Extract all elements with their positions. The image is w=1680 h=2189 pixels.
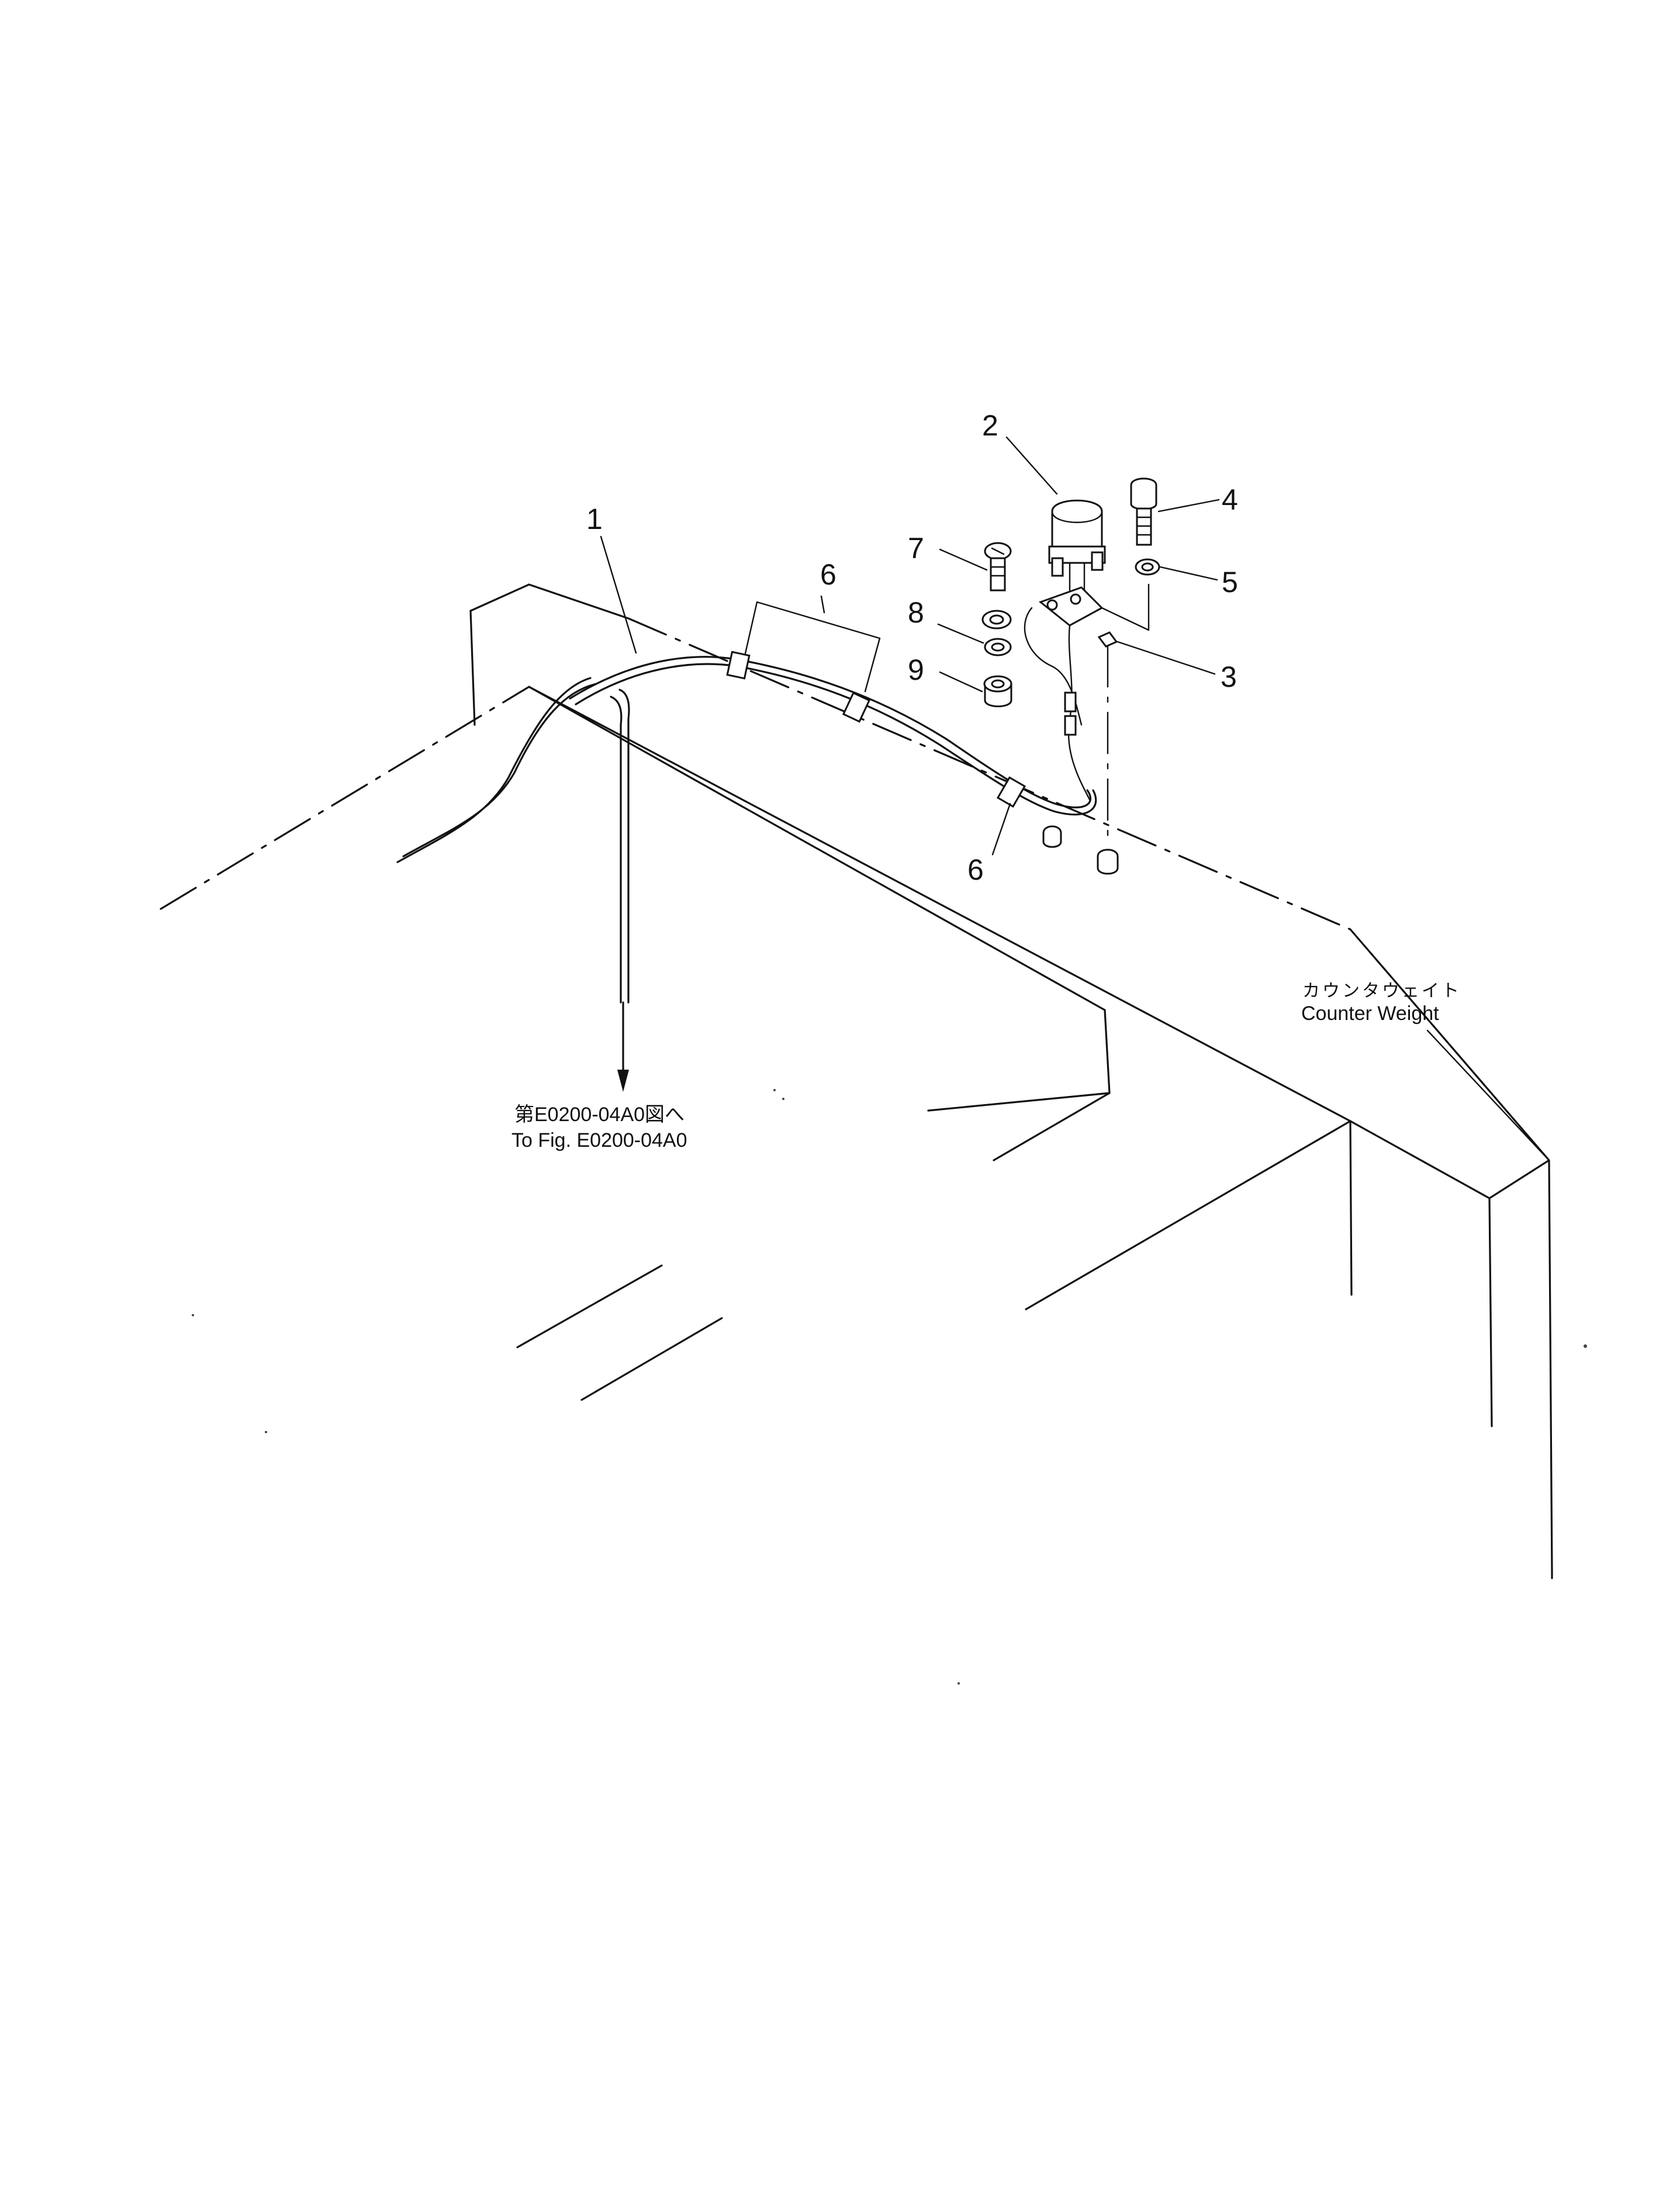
callout-7: 7: [908, 532, 924, 565]
reference-note-en: To Fig. E0200-04A0: [511, 1129, 687, 1151]
frame-step: [927, 1009, 1111, 1112]
leader-5: [1159, 566, 1218, 581]
harness-down-branch: [610, 696, 623, 1004]
annotations: 第E0200-04A0図へ To Fig. E0200-04A0 カウンタウェイ…: [511, 981, 1461, 1151]
bolt-4: [1130, 478, 1157, 546]
counterweight-center-line: [627, 617, 1351, 931]
clamps: [726, 601, 1026, 808]
body-right-inner-edge: [1488, 1197, 1493, 1427]
leader-1: [600, 535, 637, 654]
lamp-bolt-l: [1051, 557, 1064, 577]
clamp-group-bracket: [744, 601, 881, 693]
callout-labels: 1 2 3 4 5 6 6 7 8 9: [586, 409, 1238, 886]
leader-6a: [820, 595, 825, 614]
frame-short-line-b: [580, 1317, 723, 1401]
noise-dot: [265, 1431, 267, 1433]
leader-counterweight: [1426, 1029, 1550, 1161]
bracket-reference-line: [1101, 583, 1150, 631]
body-right-corner: [1488, 1159, 1553, 1574]
rotating-lamp: [1024, 499, 1150, 875]
bracket-hole-b: [1070, 593, 1081, 605]
leader-3: [1116, 641, 1216, 675]
lamp-dome-ring: [1051, 510, 1103, 523]
callout-6-upper: 6: [820, 558, 836, 591]
lamp-bolt-r: [1091, 551, 1104, 571]
noise-dot: [192, 1314, 194, 1316]
callout-5: 5: [1222, 566, 1238, 599]
frame-lower-step: [993, 1092, 1111, 1161]
lamp-wire-a: [1067, 624, 1091, 802]
nut-9-hole: [991, 679, 1005, 689]
counterweight-label-ja: カウンタウェイト: [1302, 981, 1461, 1001]
leader-6b: [991, 803, 1011, 856]
body-left-edge: [469, 610, 476, 726]
leader-7: [939, 548, 988, 571]
noise-dot: [782, 1098, 784, 1100]
frame-inner-diagonal: [528, 686, 1106, 1011]
body-top-back-edge: [469, 583, 630, 620]
reference-note-ja: 第E0200-04A0図へ: [514, 1104, 685, 1126]
nut-9: [983, 675, 1012, 707]
body-mid-vertical: [1349, 1120, 1353, 1296]
harness-down-branch-b: [618, 689, 630, 1004]
harness-main-run: [569, 656, 1091, 809]
callout-2: 2: [982, 409, 998, 442]
callout-9: 9: [908, 653, 924, 686]
bolt-7: [984, 542, 1012, 592]
wire-connector-a: [1064, 691, 1077, 713]
bracket-hole-a: [1046, 599, 1058, 611]
flat-washer: [981, 610, 1012, 630]
body-top-right-edge: [1349, 928, 1550, 1161]
callout-1: 1: [586, 503, 603, 535]
wiring-harness: [396, 656, 1097, 1092]
bolt-4-head: [1130, 478, 1157, 510]
nut-hole-right: [1097, 849, 1119, 875]
reference-arrow-head: [617, 1070, 629, 1092]
callout-6-lower: 6: [967, 853, 984, 886]
leader-2: [1005, 436, 1058, 495]
harness-main-run-b: [575, 663, 1097, 816]
flat-washer-inner: [989, 614, 1004, 625]
clamp-6-c: [996, 776, 1026, 808]
body-front-face-line: [528, 686, 1351, 1122]
spring-washer-8: [984, 638, 1012, 656]
noise-dot: [773, 1089, 776, 1091]
washer-5-inner: [1141, 562, 1154, 572]
washer-5: [1135, 558, 1160, 576]
noise-dot: [957, 1682, 960, 1685]
spring-washer-8-inner: [991, 642, 1005, 652]
harness-left-tail-b: [402, 683, 597, 857]
bolt-7-slot: [991, 547, 1005, 555]
noise-dot: [1584, 1344, 1587, 1348]
bolt-7-shank: [990, 557, 1006, 592]
frame-short-line-a: [516, 1264, 663, 1348]
bracket-tab: [1097, 631, 1118, 648]
leader-4: [1157, 499, 1220, 513]
body-front-right-line: [1349, 1120, 1491, 1199]
clamp-6-b: [842, 691, 871, 723]
frame-left-diagonal: [160, 686, 530, 910]
leader-8: [937, 623, 984, 644]
counterweight-label-en: Counter Weight: [1301, 1002, 1439, 1025]
counterweight-body: [160, 583, 1553, 1579]
callout-3: 3: [1221, 660, 1237, 693]
body-lower-diagonal: [1025, 1120, 1351, 1310]
nut-hole-left: [1042, 825, 1062, 848]
leader-lines: [600, 436, 1550, 1161]
clamp-6-a: [726, 651, 751, 680]
callout-4: 4: [1222, 483, 1238, 516]
scan-noise: [192, 1089, 1587, 1685]
wire-connector-b: [1064, 715, 1077, 736]
harness-left-tail: [396, 677, 592, 863]
fasteners: [981, 478, 1160, 707]
callout-8: 8: [908, 596, 924, 629]
leader-9: [939, 671, 983, 693]
